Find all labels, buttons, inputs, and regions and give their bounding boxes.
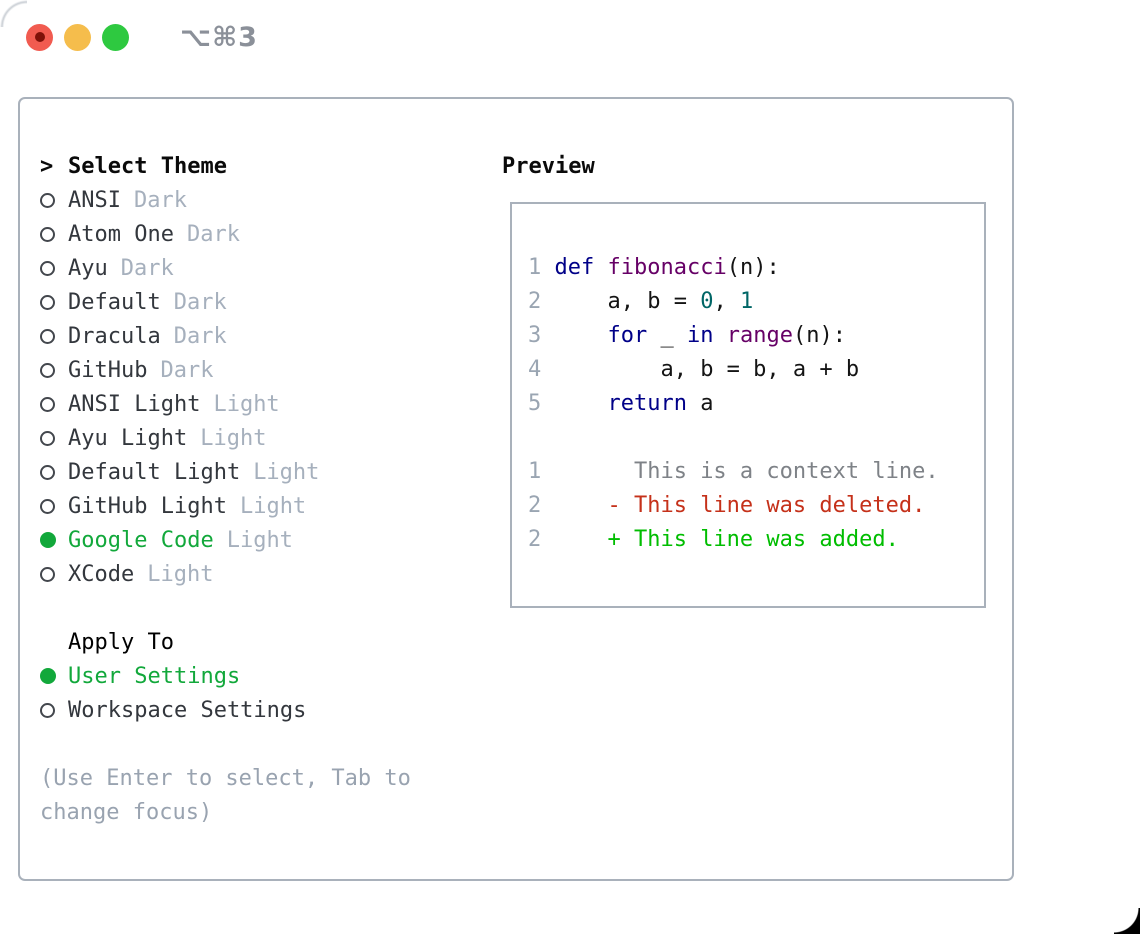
theme-variant-tag: Light <box>200 425 267 451</box>
help-text-line-2: change focus) <box>40 799 213 825</box>
theme-item-default-light[interactable]: Default Light Light <box>40 455 490 489</box>
code-line: 4 a, b = b, a + b <box>528 357 860 382</box>
radio-icon <box>40 566 55 582</box>
theme-item-ayu-dark[interactable]: Ayu Dark <box>40 251 490 285</box>
radio-icon <box>40 226 55 242</box>
spacer <box>40 591 490 625</box>
diff-deleted-line: 2 - This line was deleted. <box>528 493 926 518</box>
diff-added-line: 2 + This line was added. <box>528 527 899 552</box>
diff-context-line: 1 This is a context line. <box>528 459 939 484</box>
spacer <box>40 727 490 761</box>
radio-icon <box>40 396 55 412</box>
apply-to-header: Apply To <box>68 629 174 655</box>
theme-item-github-light[interactable]: GitHub Light Light <box>40 489 490 523</box>
zoom-button[interactable] <box>102 23 129 51</box>
radio-icon <box>40 464 55 480</box>
code-line: 5 return a <box>528 391 714 416</box>
select-theme-header: > Select Theme <box>40 149 490 183</box>
theme-variant-tag: Light <box>213 391 280 417</box>
theme-item-atom-one-dark[interactable]: Atom One Dark <box>40 217 490 251</box>
theme-variant-tag: Light <box>239 493 307 519</box>
preview-title: Preview <box>502 154 595 179</box>
theme-item-github-dark[interactable]: GitHub Dark <box>40 353 490 387</box>
blank-line <box>528 421 984 455</box>
page-title: Select Theme <box>68 153 227 179</box>
radio-icon <box>40 328 55 344</box>
theme-picker-panel: > Select Theme ANSI Dark Atom One Dark A… <box>18 97 1014 881</box>
radio-icon <box>40 260 55 276</box>
apply-to-user-settings[interactable]: User Settings <box>40 659 490 693</box>
theme-preview-box: 1 def fibonacci(n): 2 a, b = 0, 1 3 for … <box>510 202 986 608</box>
help-text-line-1: (Use Enter to select, Tab to <box>40 765 411 791</box>
theme-item-google-code-light[interactable]: Google Code Light <box>40 523 490 557</box>
code-line: 1 def fibonacci(n): <box>528 255 780 280</box>
close-button[interactable] <box>26 23 53 51</box>
code-line: 3 for _ in range(n): <box>528 323 846 348</box>
theme-variant-tag: Dark <box>173 289 227 315</box>
theme-variant-tag: Light <box>253 459 320 485</box>
code-line: 2 a, b = 0, 1 <box>528 289 754 314</box>
window-title: ⌥⌘3 <box>180 21 258 53</box>
radio-icon <box>40 430 55 446</box>
code-preview: 1 def fibonacci(n): 2 a, b = 0, 1 3 for … <box>512 204 984 557</box>
theme-variant-tag: Dark <box>133 187 187 213</box>
theme-variant-tag: Dark <box>173 323 227 349</box>
theme-item-ansi-dark[interactable]: ANSI Dark <box>40 183 490 217</box>
theme-list: > Select Theme ANSI Dark Atom One Dark A… <box>40 149 490 829</box>
theme-item-ayu-light[interactable]: Ayu Light Light <box>40 421 490 455</box>
titlebar: ⌥⌘3 <box>26 21 258 53</box>
radio-icon <box>40 294 55 310</box>
prompt-caret: > <box>40 153 54 179</box>
theme-variant-tag: Dark <box>160 357 214 383</box>
theme-variant-tag: Light <box>147 561 214 587</box>
radio-icon <box>40 362 55 378</box>
theme-variant-tag: Light <box>226 527 293 553</box>
theme-item-xcode-light[interactable]: XCode Light <box>40 557 490 591</box>
radio-icon <box>40 498 55 514</box>
radio-icon <box>40 192 55 208</box>
theme-item-default-dark[interactable]: Default Dark <box>40 285 490 319</box>
theme-variant-tag: Dark <box>186 221 240 247</box>
radio-selected-icon <box>40 532 56 548</box>
window-corner-shadow <box>0 0 27 27</box>
theme-variant-tag: Dark <box>120 255 174 281</box>
radio-icon <box>40 702 55 718</box>
screenshot-corner-artifact <box>1114 908 1140 934</box>
theme-item-ansi-light[interactable]: ANSI Light Light <box>40 387 490 421</box>
theme-item-dracula-dark[interactable]: Dracula Dark <box>40 319 490 353</box>
minimize-button[interactable] <box>64 23 91 51</box>
radio-selected-icon <box>40 668 56 684</box>
apply-to-workspace-settings[interactable]: Workspace Settings <box>40 693 490 727</box>
